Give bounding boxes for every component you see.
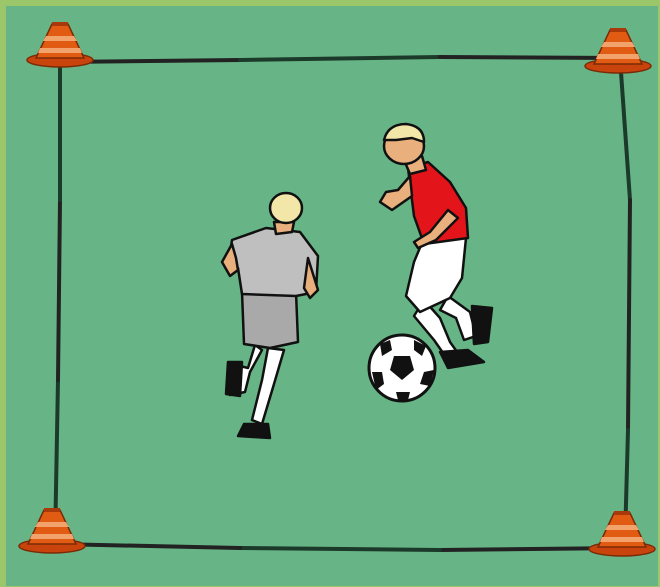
- grass-field: [6, 6, 658, 586]
- soccer-ball-icon: [369, 335, 435, 401]
